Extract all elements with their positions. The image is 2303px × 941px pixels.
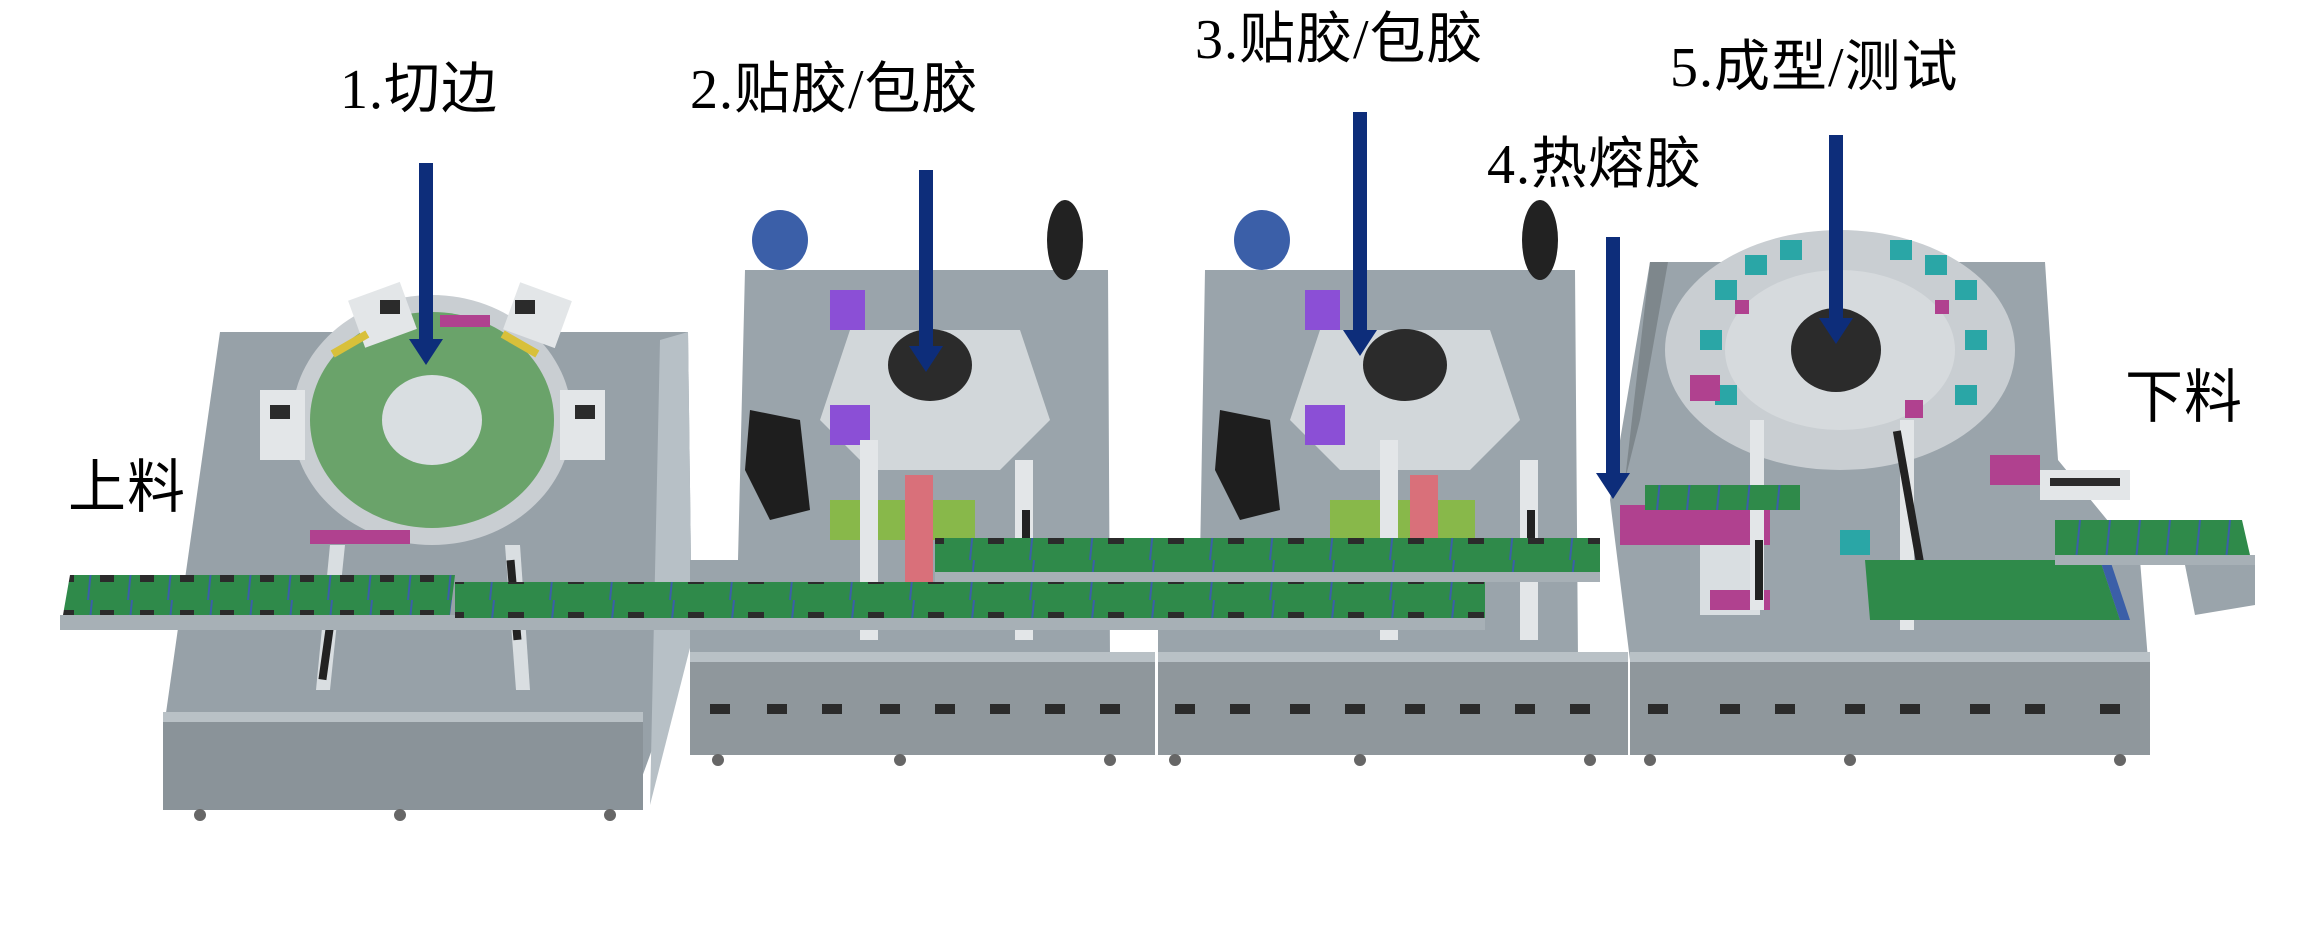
- station-2-label: 2.贴胶/包胶: [690, 59, 979, 121]
- station-4-label: 4.热熔胶: [1487, 134, 1702, 196]
- station-3-machine: [1158, 200, 1628, 766]
- station-3-label: 3.贴胶/包胶: [1195, 9, 1484, 71]
- station-1-machine: [163, 281, 692, 821]
- station-5-label: 5.成型/测试: [1670, 37, 1959, 99]
- infeed-label: 上料: [68, 455, 187, 520]
- station-4-5-machine: [1610, 230, 2150, 766]
- conveyor-main: [60, 470, 2255, 630]
- outfeed-label: 下料: [2125, 365, 2244, 430]
- station-1-label: 1.切边: [340, 59, 498, 121]
